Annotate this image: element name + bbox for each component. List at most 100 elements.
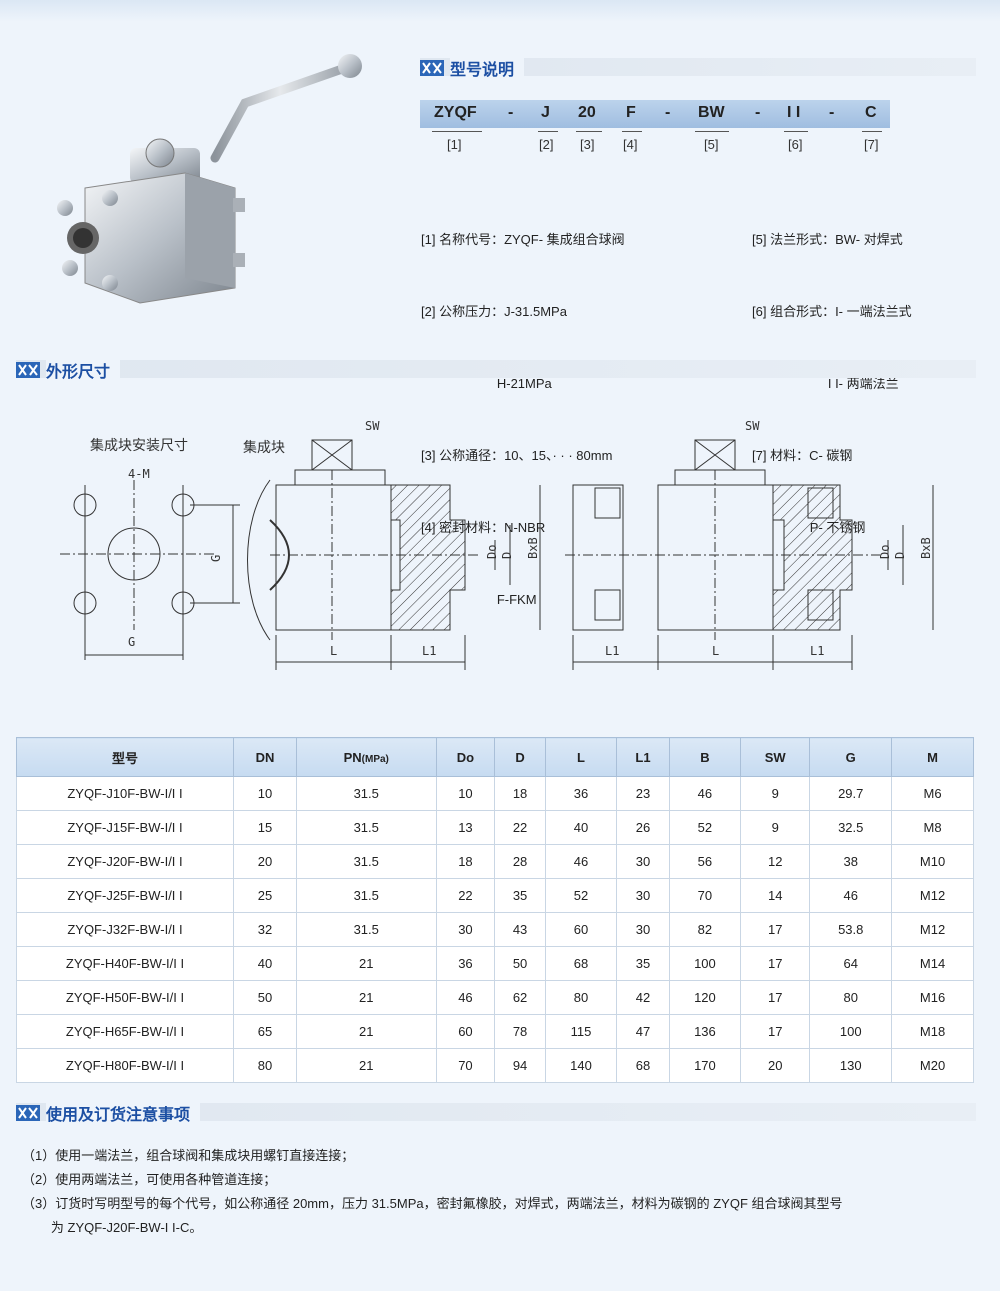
label-l-2: L <box>712 644 719 658</box>
table-cell: 170 <box>668 1048 742 1083</box>
table-cell: 32 <box>233 912 297 947</box>
table-cell: 50 <box>233 980 297 1015</box>
code-index-2: [2] <box>539 137 554 152</box>
label-bxb-1: BxB <box>526 537 540 559</box>
label-g-bottom: G <box>128 635 135 649</box>
table-cell: 46 <box>544 844 618 879</box>
table-cell: 22 <box>435 878 496 913</box>
table-cell: 65 <box>233 1014 297 1049</box>
table-cell: 26 <box>616 810 670 845</box>
label-l1-2: L1 <box>605 644 619 658</box>
table-cell: 47 <box>616 1014 670 1049</box>
table-cell: 36 <box>544 776 618 811</box>
table-cell: M16 <box>891 980 974 1015</box>
top-band <box>0 0 1000 22</box>
table-cell: 31.5 <box>295 776 437 811</box>
header-d: D <box>494 737 546 777</box>
code-underline <box>538 131 558 132</box>
table-cell: 43 <box>494 912 546 947</box>
table-cell: M14 <box>891 946 974 981</box>
table-cell: 120 <box>668 980 742 1015</box>
code-dash-3: - <box>755 104 761 121</box>
table-cell: 68 <box>544 946 618 981</box>
table-cell: 14 <box>740 878 811 913</box>
table-cell: 30 <box>616 878 670 913</box>
table-cell: 35 <box>494 878 546 913</box>
table-cell: M6 <box>891 776 974 811</box>
table-cell: 136 <box>668 1014 742 1049</box>
table-cell: 30 <box>435 912 496 947</box>
code-dash-4: - <box>829 104 835 121</box>
table-cell: 40 <box>544 810 618 845</box>
code-seg-1: ZYQF <box>434 104 477 121</box>
table-cell: 53.8 <box>809 912 893 947</box>
code-index-5: [5] <box>704 137 719 152</box>
table-cell: ZYQF-H50F-BW-I/I I <box>16 980 234 1015</box>
label-do-1: Do <box>485 545 499 559</box>
header-dn: DN <box>233 737 297 777</box>
desc-line: F-FKM <box>421 592 537 607</box>
header-m: M <box>891 737 974 777</box>
table-cell: 140 <box>544 1048 618 1083</box>
table-cell: 25 <box>233 878 297 913</box>
note-item: 为 ZYQF-J20F-BW-I I-C。 <box>22 1220 203 1235</box>
note-item: （3）订货时写明型号的每个代号，如公称通径 20mm，压力 31.5MPa，密封… <box>22 1196 843 1211</box>
note-item: （1）使用一端法兰，组合球阀和集成块用螺钉直接连接； <box>22 1148 355 1163</box>
label-l1-1: L1 <box>422 644 436 658</box>
table-cell: 23 <box>616 776 670 811</box>
table-cell: 64 <box>809 946 893 981</box>
label-do-2: Do <box>878 545 892 559</box>
table-cell: 50 <box>494 946 546 981</box>
table-cell: 70 <box>435 1048 496 1083</box>
table-cell: 78 <box>494 1014 546 1049</box>
table-cell: ZYQF-H65F-BW-I/I I <box>16 1014 234 1049</box>
header-l1: L1 <box>616 737 670 777</box>
table-cell: 17 <box>740 946 811 981</box>
code-seg-5: BW <box>698 104 725 121</box>
code-seg-2: J <box>541 104 550 121</box>
code-index-4: [4] <box>623 137 638 152</box>
section-logo-icon <box>16 1105 40 1121</box>
table-cell: 36 <box>435 946 496 981</box>
table-cell: 52 <box>544 878 618 913</box>
table-cell: M18 <box>891 1014 974 1049</box>
table-cell: 20 <box>740 1048 811 1083</box>
desc-line: [1] 名称代号：ZYQF- 集成组合球阀 <box>421 232 625 247</box>
table-cell: 21 <box>295 946 437 981</box>
table-cell: 40 <box>233 946 297 981</box>
header-do: Do <box>435 737 496 777</box>
table-cell: 22 <box>494 810 546 845</box>
code-underline <box>784 131 808 132</box>
code-seg-3: 20 <box>578 104 596 121</box>
pn-unit: (MPa) <box>361 753 389 765</box>
desc-line: [6] 组合形式：I- 一端法兰式 <box>752 304 912 319</box>
code-underline <box>862 131 882 132</box>
table-cell: 9 <box>740 810 811 845</box>
table-cell: ZYQF-J20F-BW-I/I I <box>16 844 234 879</box>
table-cell: 130 <box>809 1048 893 1083</box>
code-index-1: [1] <box>447 137 462 152</box>
table-cell: 46 <box>668 776 742 811</box>
table-cell: 46 <box>809 878 893 913</box>
table-cell: 60 <box>435 1014 496 1049</box>
table-cell: 18 <box>494 776 546 811</box>
table-cell: 21 <box>295 1048 437 1083</box>
table-cell: 21 <box>295 980 437 1015</box>
table-cell: 28 <box>494 844 546 879</box>
label-g-side: G <box>209 555 223 562</box>
label-bxb-2: BxB <box>919 537 933 559</box>
code-dash-1: - <box>508 104 514 121</box>
header-sw: SW <box>740 737 811 777</box>
table-cell: 31.5 <box>295 912 437 947</box>
notes-list: （1）使用一端法兰，组合球阀和集成块用螺钉直接连接； （2）使用两端法兰，可使用… <box>22 1144 982 1240</box>
table-cell: M10 <box>891 844 974 879</box>
table-cell: 80 <box>544 980 618 1015</box>
table-cell: ZYQF-H80F-BW-I/I I <box>16 1048 234 1083</box>
code-seg-6: I I <box>787 104 801 121</box>
